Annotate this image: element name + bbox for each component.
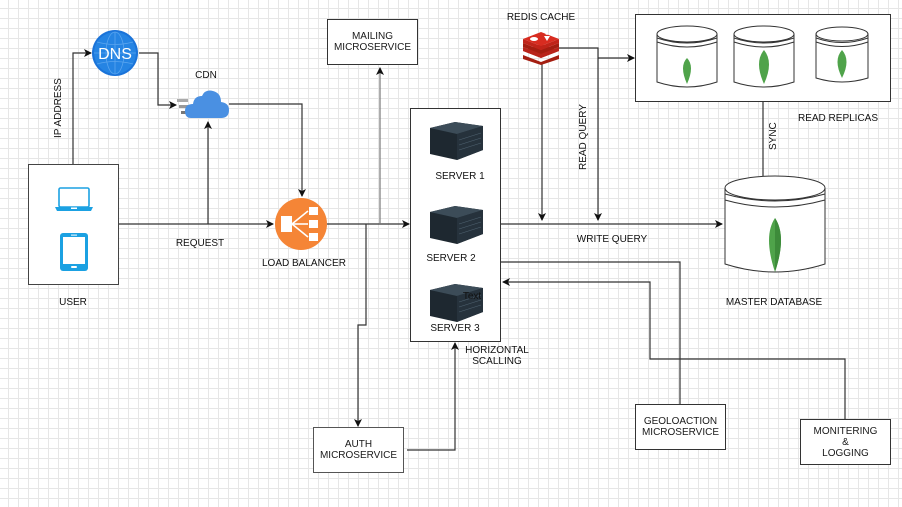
master-database-label: MASTER DATABASE [725,297,823,308]
horizontal-scaling-line2: SCALLING [472,356,522,367]
edge-servers-geo [499,261,681,404]
request-label: REQUEST [175,238,225,249]
edge-user-dns [72,49,92,164]
mailing-line1: MAILING [351,31,394,42]
dns-label: DNS [98,46,132,63]
mailing-line2: MICROSERVICE [333,42,412,53]
mailing-microservice-box[interactable]: MAILING MICROSERVICE [327,19,418,65]
monitoring-line2: & [842,436,849,448]
write-query-label: WRITE QUERY [576,234,648,245]
load-balancer-icon [275,198,327,250]
monitoring-line1: MONITERING [813,425,878,437]
load-balancer-node[interactable] [275,198,327,250]
edge-auth-servers [407,342,459,451]
redis-cache-label: REDIS CACHE [506,12,576,23]
mongo-leaf [683,58,691,84]
auth-line2: MICROSERVICE [319,450,398,461]
horizontal-scaling-label: HORIZONTAL SCALLING [464,345,530,367]
redis-icon [523,32,559,65]
globe-icon: DNS [92,30,138,76]
replica-1-db-icon [656,25,718,88]
geolocation-line2: MICROSERVICE [641,427,720,438]
server-3-label: SERVER 3 [430,323,480,334]
dns-node[interactable]: DNS [91,29,139,77]
read-query-label: READ QUERY [578,104,589,170]
user-label: USER [59,297,87,308]
laptop-icon [55,187,93,211]
geolocation-microservice-box[interactable]: GEOLOACTION MICROSERVICE [635,404,726,450]
server-2-label: SERVER 2 [426,253,476,264]
user-box[interactable] [28,164,119,285]
horizontal-scaling-line1: HORIZONTAL [465,345,529,356]
edge-lb-auth [354,224,367,427]
server-3-overlay-text: Text [462,291,482,302]
load-balancer-label: LOAD BALANCER [262,258,346,269]
master-db-icon[interactable] [724,172,826,278]
geolocation-line1: GEOLOACTION [643,416,718,427]
edge-monitoring-servers [502,278,846,419]
server-2-icon [430,206,483,244]
ip-address-label: IP ADDRESS [53,78,64,138]
edge-dns-cdn [139,52,177,109]
cdn-label: CDN [195,70,217,81]
monitoring-logging-box[interactable]: MONITERING & LOGGING [800,419,891,465]
cloud-icon [177,90,229,118]
mongo-leaf [837,50,847,78]
replica-3-db-icon [815,26,869,83]
sync-label: SYNC [768,122,779,150]
mongo-leaf [759,50,769,84]
server-1-icon [430,122,483,160]
replica-2-db-icon [733,25,795,88]
monitoring-line3: LOGGING [822,447,869,459]
edge-redis-replicas [558,47,602,221]
edge-cdn-lb [229,103,306,197]
tablet-icon [60,233,88,271]
server-3-icon [430,284,483,322]
cdn-node[interactable] [177,88,231,120]
read-replicas-label: READ REPLICAS [798,113,879,124]
redis-node[interactable] [522,31,560,65]
auth-microservice-box[interactable]: AUTH MICROSERVICE [313,427,404,473]
auth-line1: AUTH [344,439,373,450]
server-1-label: SERVER 1 [435,171,485,182]
